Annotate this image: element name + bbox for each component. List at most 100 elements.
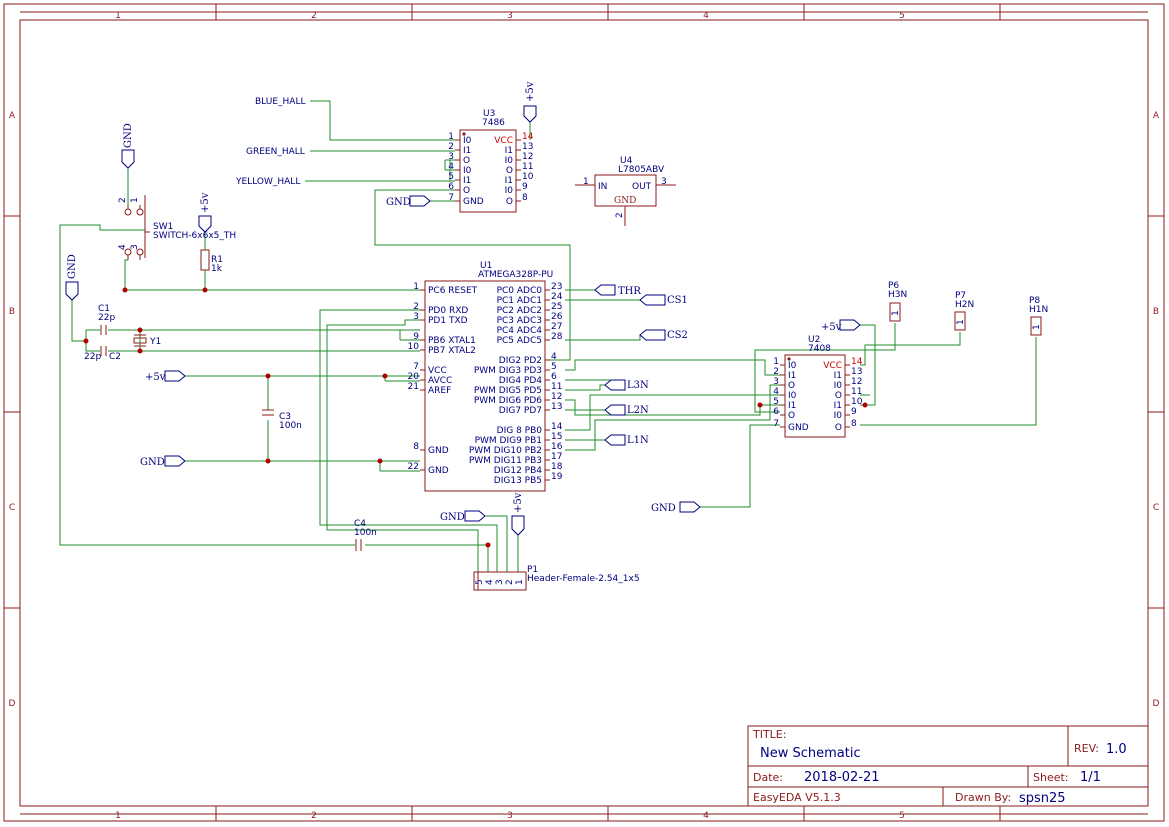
u1-pin-num-16: 16 <box>551 442 563 452</box>
title-value: New Schematic <box>760 746 861 761</box>
u2-pin-name-8: O <box>835 423 842 433</box>
u1-pin-num-28: 28 <box>551 332 563 342</box>
crystal-y1[interactable]: Y1 <box>133 334 161 347</box>
net-label-blue-hall: BLUE_HALL <box>255 97 305 107</box>
u1-pin-num-2: 2 <box>413 302 419 312</box>
u1-pin-name-9: PB6 XTAL1 <box>428 336 476 346</box>
u1-pin-num-27: 27 <box>551 322 562 332</box>
row-label-b: B <box>9 307 15 317</box>
u1-pin-name-25: PC2 ADC2 <box>497 306 542 316</box>
gnd-port-crystal: GND <box>65 254 79 301</box>
u3-pin-num-8: 8 <box>522 193 528 203</box>
u1-pin-num-1: 1 <box>413 282 419 292</box>
p8-pin: 1 <box>1032 324 1042 330</box>
u2-pin-name-6: O <box>788 411 795 421</box>
u2-pin-num-14: 14 <box>851 357 863 367</box>
gnd-port-u3-text: GND <box>386 197 411 208</box>
wires <box>59 100 1037 572</box>
u2-pin-num-9: 9 <box>851 407 857 417</box>
u1-pin-name-1: PC6 RESET <box>428 286 478 296</box>
sheet-label: Sheet: <box>1033 771 1069 784</box>
header-p7[interactable]: 1 P7 H2N <box>954 291 974 331</box>
sw1-pin-4: 4 <box>118 244 128 250</box>
vcc-port-left-text: +5v <box>145 372 166 383</box>
u1-pin-name-2: PD0 RXD <box>428 306 468 316</box>
p1-pin-3: 3 <box>495 579 505 585</box>
header-p6[interactable]: 1 P6 H3N <box>888 281 907 322</box>
c3-ref: C3 <box>279 412 291 422</box>
c2-ref: C2 <box>109 352 121 362</box>
u1-pin-name-26: PC3 ADC3 <box>497 316 542 326</box>
switch-sw1[interactable]: 2 1 4 3 SW1 SWITCH-6x6x5_TH <box>118 195 236 260</box>
cs2-port-text: CS2 <box>667 330 688 341</box>
u2-pin-num-1: 1 <box>773 357 779 367</box>
c4-ref: C4 <box>354 519 366 529</box>
gnd-port-u2-text: GND <box>651 503 676 514</box>
l1n-port-text: L1N <box>627 435 649 446</box>
capacitor-c4[interactable]: C4 100n <box>354 519 377 551</box>
u3-ref: U3 <box>483 109 495 119</box>
u4-out-num: 3 <box>661 177 667 187</box>
u3-pin-num-14: 14 <box>522 132 534 142</box>
col-label-1-bottom: 1 <box>115 811 121 821</box>
u3-pin-name-6: O <box>463 186 470 196</box>
u3-pin-num-12: 12 <box>522 152 533 162</box>
u1-pin-num-15: 15 <box>551 432 562 442</box>
gnd-port-header-text: GND <box>440 512 465 523</box>
u1-pin-name-28: PC5 ADC5 <box>497 336 542 346</box>
p8-ref: P8 <box>1029 296 1040 306</box>
u1-pin-num-22: 22 <box>408 462 419 472</box>
u3-pin-name-14: VCC <box>494 136 513 146</box>
u3-pin-name-8: O <box>506 197 513 207</box>
vcc-port-u3: +5v <box>523 81 537 123</box>
capacitor-c3[interactable]: C3 100n <box>262 409 302 431</box>
u2-pin-num-2: 2 <box>773 367 779 377</box>
c4-value: 100n <box>354 528 377 538</box>
c3-value: 100n <box>279 421 302 431</box>
cs2-port: CS2 <box>639 329 688 341</box>
vcc-port-r1-text: +5v <box>200 192 211 213</box>
drawn-by-label: Drawn By: <box>955 791 1011 804</box>
u4-value: L7805ABV <box>618 165 665 175</box>
regulator-u4[interactable]: U4 L7805ABV 1 IN 3 OUT GND 2 <box>575 156 676 226</box>
net-label-green-hall: GREEN_HALL <box>246 147 305 157</box>
u1-pin-name-24: PC1 ADC1 <box>497 296 542 306</box>
u1-pin-num-13: 13 <box>551 402 562 412</box>
thr-port: THR <box>594 284 641 297</box>
capacitor-c2[interactable]: 22p C2 <box>84 346 121 362</box>
u2-pin-name-7: GND <box>788 423 809 433</box>
u1-pin-num-17: 17 <box>551 452 562 462</box>
u3-pin-name-13: I1 <box>505 146 513 156</box>
l2n-port: L2N <box>604 404 649 416</box>
u2-ref: U2 <box>808 335 820 345</box>
u3-pin-name-9: I0 <box>505 186 514 196</box>
u3-pin-name-11: O <box>506 166 513 176</box>
thr-port-text: THR <box>618 286 641 297</box>
u3-pin-num-5: 5 <box>448 172 454 182</box>
u1-pin-num-12: 12 <box>551 392 562 402</box>
resistor-r1[interactable]: R1 1k <box>200 249 223 274</box>
u3-pin-name-2: I1 <box>463 146 471 156</box>
gnd-port-mid-text: GND <box>140 457 165 468</box>
u2-pin-name-1: I0 <box>788 361 797 371</box>
l1n-port: L1N <box>604 434 649 446</box>
capacitor-c1[interactable]: C1 22p <box>98 304 115 335</box>
row-label-c-right: C <box>1153 503 1159 513</box>
u4-gnd-num: 2 <box>615 212 625 218</box>
gnd-port-u2: GND <box>651 501 701 514</box>
title-label: TITLE: <box>752 728 786 741</box>
p6-pin: 1 <box>891 310 901 316</box>
c1-value: 22p <box>98 313 115 323</box>
u1-pin-name-14: DIG 8 PB0 <box>497 426 543 436</box>
vcc-port-header: +5v <box>511 492 525 536</box>
u4-ref: U4 <box>620 156 633 166</box>
header-p8[interactable]: 1 P8 H1N <box>1029 296 1048 336</box>
header-p1[interactable]: 5 4 3 2 1 P1 Header-Female-2.54_1x5 <box>473 565 640 591</box>
u2-value: 7408 <box>808 344 831 354</box>
u3-pin-num-10: 10 <box>522 172 534 182</box>
u1-pin-name-6: DIG4 PD4 <box>499 376 543 386</box>
u3-value: 7486 <box>482 118 505 128</box>
